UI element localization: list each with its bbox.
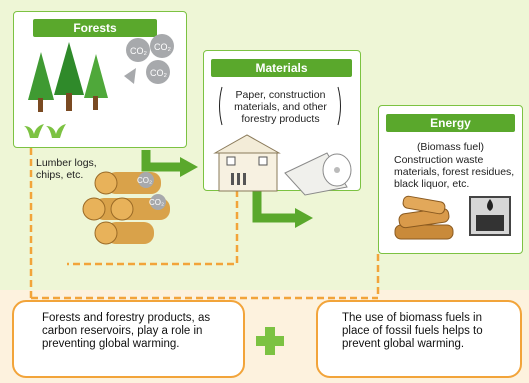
co2-label: CO₂ (150, 68, 167, 78)
house-icon (213, 134, 281, 192)
forests-title: Forests (33, 19, 157, 37)
plus-icon (256, 327, 284, 355)
energy-title: Energy (386, 114, 515, 132)
lumber-caption: Lumber logs, chips, etc. (36, 157, 97, 181)
co2-icon (124, 34, 174, 84)
caption-brackets (219, 86, 341, 126)
co2-label: CO₂ (149, 198, 165, 207)
co2-label: CO₂ (137, 176, 153, 185)
note-right: The use of biomass fuels in place of fos… (316, 300, 522, 378)
paper-roll-icon (284, 152, 352, 196)
energy-subtitle: (Biomass fuel) (416, 141, 485, 153)
tree-icon (28, 42, 108, 112)
fuel-tank-icon (469, 196, 511, 236)
note-left: Forests and forestry products, as carbon… (12, 300, 245, 378)
materials-title: Materials (211, 59, 352, 77)
firewood-icon (394, 195, 454, 240)
materials-caption: Paper, construction materials, and other… (234, 89, 327, 125)
co2-label: CO₂ (130, 46, 147, 56)
logs-icon (82, 171, 170, 245)
co2-label: CO₂ (154, 42, 171, 52)
sprout-icon (24, 124, 66, 138)
flow-arrow-forests-to-materials (141, 150, 198, 177)
flow-arrow-materials-to-energy (252, 190, 313, 228)
energy-caption: Construction waste materials, forest res… (394, 154, 515, 190)
